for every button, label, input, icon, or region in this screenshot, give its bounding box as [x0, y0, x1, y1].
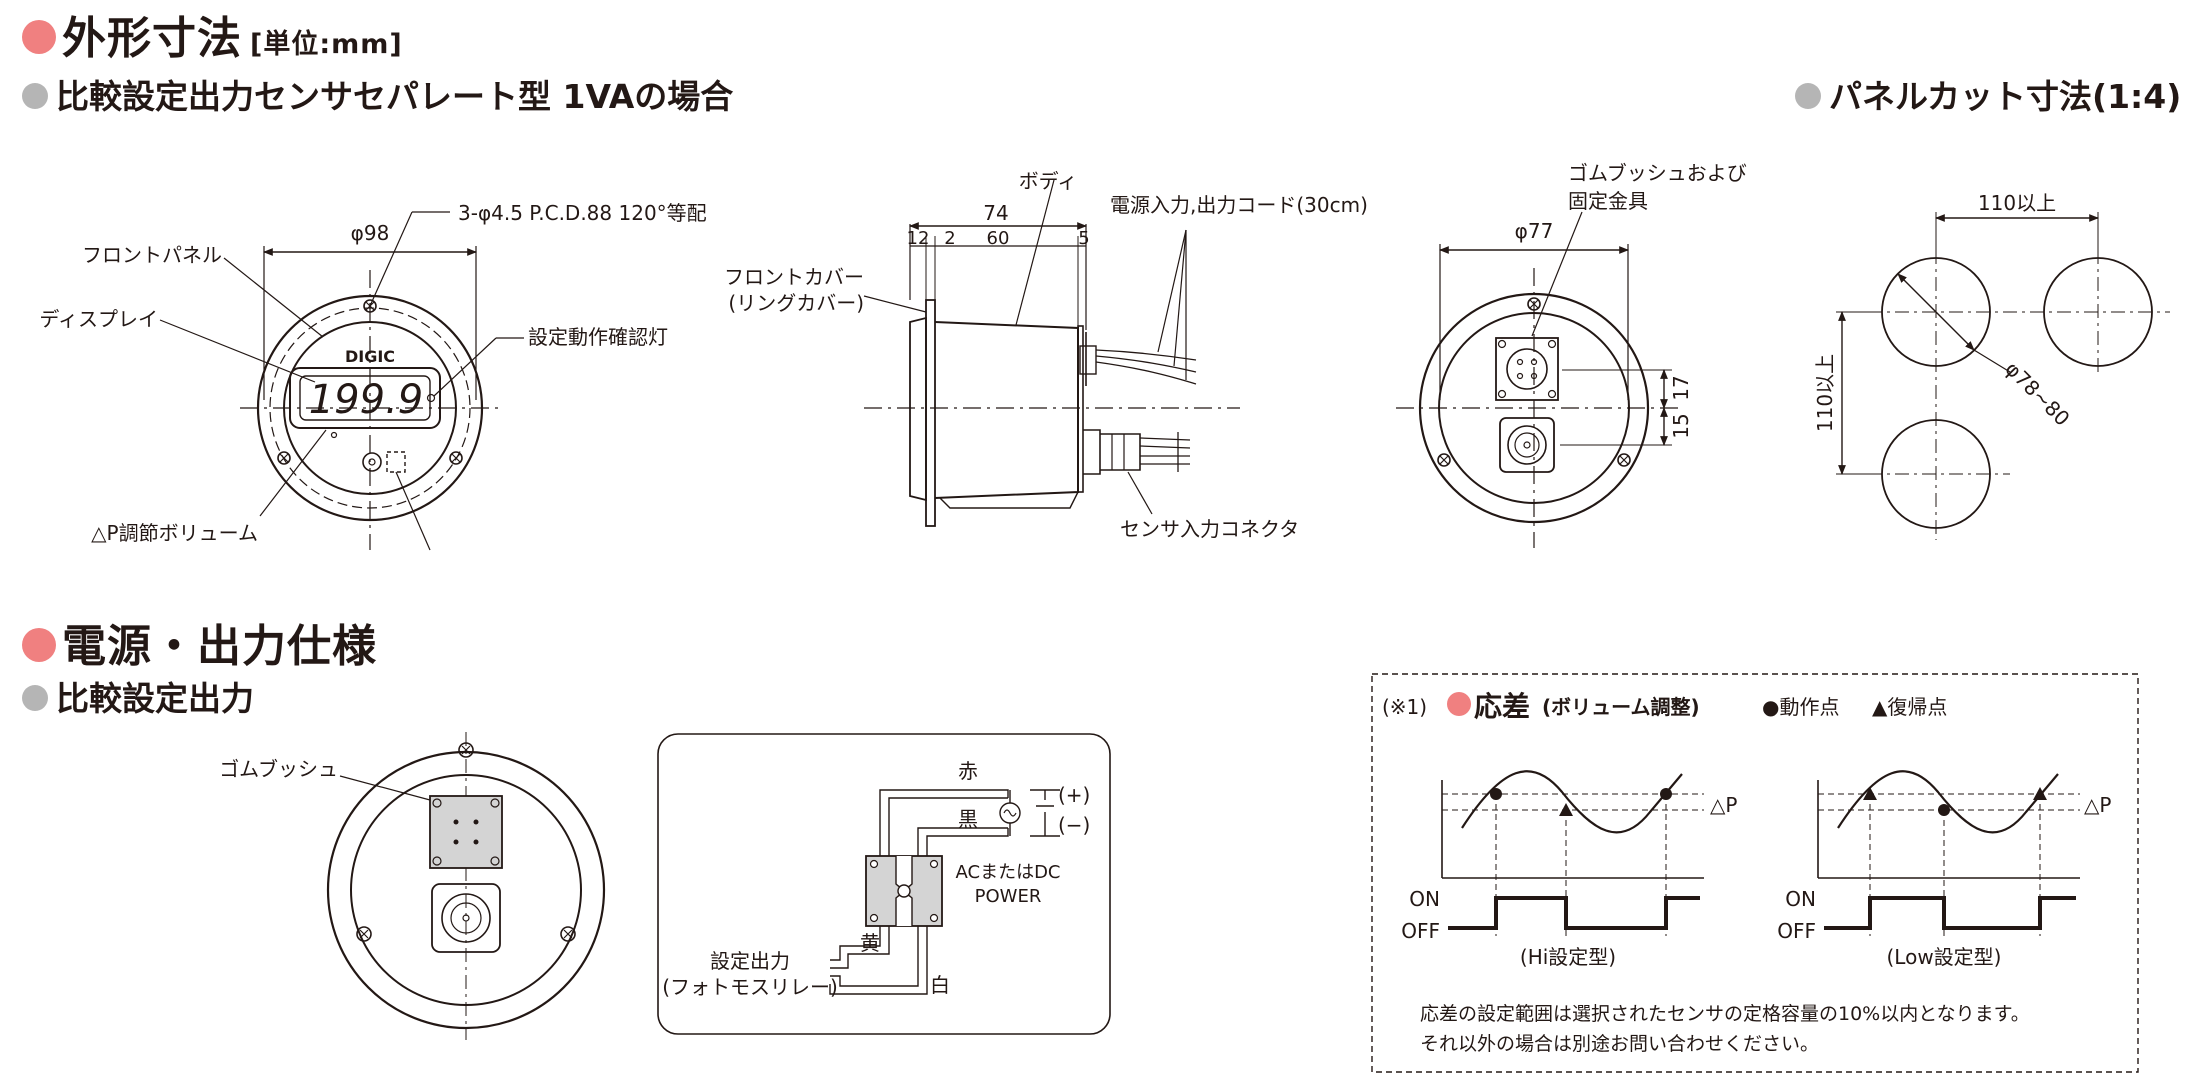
power-cord-label: 電源入力,出力コード(30cm): [1110, 193, 1368, 217]
plus-label: (+): [1058, 783, 1090, 807]
hysteresis-note-2: それ以外の場合は別途お問い合わせください。: [1420, 1033, 1819, 1055]
hi-delta-p-label: △P: [1710, 793, 1737, 817]
output-label-line1: 設定出力: [710, 949, 790, 973]
length-total-label: 74: [983, 201, 1008, 225]
wire-black-label: 黒: [958, 807, 978, 831]
confirm-lamp-label: 設定動作確認灯: [528, 325, 668, 349]
pink-bullet-icon: [22, 20, 56, 54]
power-label-line2: POWER: [975, 886, 1042, 907]
wiring-diagram-box: [657, 733, 1111, 1035]
grommet-bracket-label-1: ゴムブッシュおよび: [1568, 161, 1747, 185]
panel-cut-vertical-label: 110以上: [1813, 354, 1837, 432]
heading-power-spec: 電源・出力仕様: [22, 610, 377, 674]
front-phi98-label: φ98: [351, 221, 390, 245]
gray-bullet-icon: [22, 82, 48, 109]
heading-comparison-output: 比較設定出力: [22, 672, 254, 720]
hysteresis-box: [1371, 673, 2139, 1073]
length-part-60: 60: [987, 228, 1010, 249]
gray-bullet-icon: [22, 684, 48, 711]
panel-cut-hole-label: φ78~80: [2000, 357, 2074, 431]
ring-cover-label: (リングカバー): [728, 291, 864, 315]
length-part-12: 12: [907, 228, 930, 249]
legend-return: ▲復帰点: [1872, 695, 1947, 719]
wire-white-label: 白: [930, 973, 950, 997]
display-readout: 199.9: [309, 377, 424, 423]
pink-bullet-icon: [22, 628, 56, 662]
unit-label: [単位:mm]: [250, 29, 403, 60]
low-on-label: ON: [1785, 887, 1816, 911]
minus-label: (−): [1058, 813, 1090, 837]
rear-phi77-label: φ77: [1515, 219, 1554, 243]
grommet-bracket-label-2: 固定金具: [1568, 189, 1648, 213]
sensor-connector-label: センサ入力コネクタ: [1120, 517, 1299, 541]
legend-operate: ●動作点: [1762, 695, 1839, 719]
hi-off-label: OFF: [1401, 919, 1440, 943]
low-delta-p-label: △P: [2084, 793, 2111, 817]
volume-label: △P調節ボリューム: [91, 521, 258, 545]
dim-15-label: 15: [1669, 413, 1693, 438]
heading-power-spec-text: 電源・出力仕様: [62, 621, 377, 672]
front-cover-label: フロントカバー: [724, 265, 864, 289]
wire-red-label: 赤: [958, 759, 978, 783]
hysteresis-note-1: 応差の設定範囲は選択されたセンサの定格容量の10%以内となります。: [1420, 1003, 2030, 1025]
rear-view: [1396, 211, 1680, 548]
front-view: [159, 211, 524, 551]
mount-holes-label: 3-φ4.5 P.C.D.88 120°等配: [458, 201, 707, 225]
brand-label: DIGIC: [345, 347, 395, 366]
hi-setting-chart: [1441, 770, 1704, 936]
heading-dimensions: 外形寸法 [単位:mm]: [22, 2, 403, 66]
panel-cut-horizontal-label: 110以上: [1978, 191, 2056, 215]
heading-panel-cut: パネルカット寸法(1:4): [1795, 70, 2181, 118]
side-view: [863, 179, 1240, 527]
heading-model-case-text: 比較設定出力センサセパレート型 1VAの場合: [56, 77, 734, 116]
wiring-rear-view: [326, 732, 606, 1040]
wire-yellow-label: 黄: [860, 931, 880, 955]
hi-on-label: ON: [1409, 887, 1440, 911]
hysteresis-subtitle: (ボリューム調整): [1542, 695, 1700, 719]
low-caption: (Low設定型): [1887, 945, 2002, 969]
gray-bullet-icon: [1795, 82, 1821, 109]
length-part-2: 2: [944, 228, 955, 249]
hysteresis-title: 応差: [1474, 690, 1530, 723]
low-off-label: OFF: [1777, 919, 1816, 943]
heading-panel-cut-text: パネルカット寸法(1:4): [1829, 77, 2182, 116]
heading-dimensions-text: 外形寸法: [62, 13, 242, 64]
note-ref: (※1): [1382, 695, 1427, 719]
panel-cut-drawing: [1836, 212, 2170, 540]
heading-comparison-output-text: 比較設定出力: [56, 679, 254, 718]
hi-caption: (Hi設定型): [1520, 945, 1616, 969]
output-label-line2: (フォトモスリレー): [662, 975, 838, 999]
front-panel-label: フロントパネル: [82, 243, 222, 267]
low-setting-chart: [1817, 770, 2080, 936]
heading-model-case: 比較設定出力センサセパレート型 1VAの場合: [22, 70, 733, 118]
power-label-line1: ACまたはDC: [956, 862, 1061, 883]
wiring-grommet-label: ゴムブッシュ: [219, 757, 338, 781]
display-label: ディスプレイ: [39, 307, 158, 331]
length-part-5: 5: [1078, 228, 1089, 249]
body-label: ボディ: [1019, 169, 1078, 193]
dim-17-label: 17: [1669, 375, 1693, 400]
